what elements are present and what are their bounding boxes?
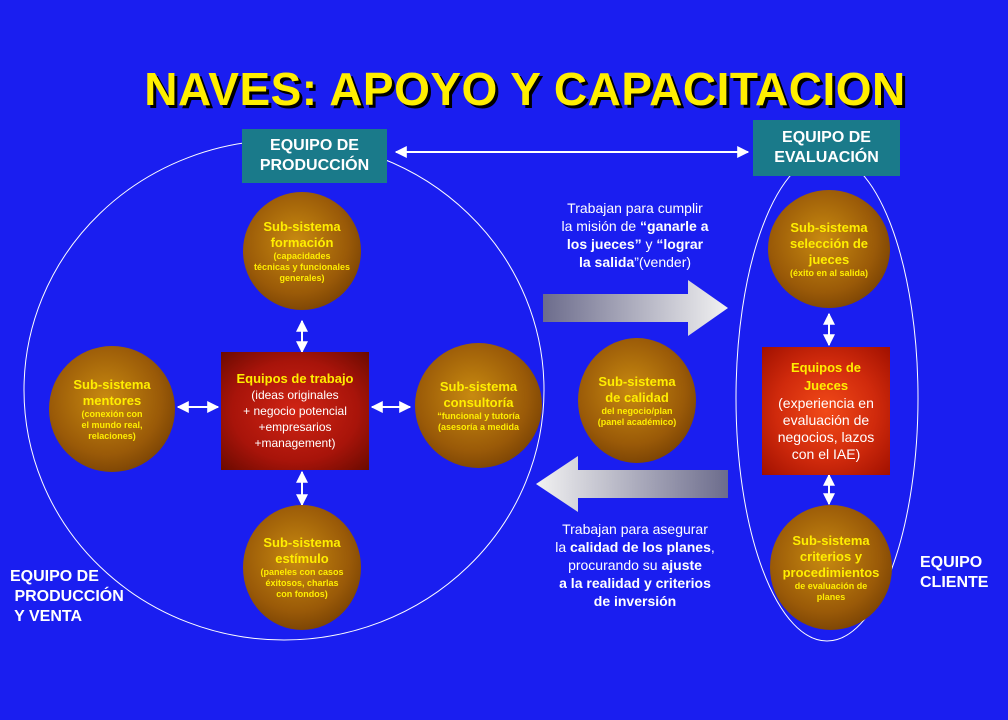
node-title: Sub-sistema de calidad [598,373,676,405]
node-title: Sub-sistema formación [263,218,341,250]
node-subtitle: (éxito en al salida) [789,267,869,278]
node-subtitle: (ideas originales + negocio potencial +e… [243,388,347,450]
caption-top-line3: los jueces” y “lograr [520,235,750,253]
node-subtitle: (paneles con casos éxitosos, charlas con… [260,567,344,599]
caption-bottom-line2-b: calidad de los planes [570,539,711,555]
page-title: NAVES: APOYO Y CAPACITACION [144,63,906,115]
node-title: Equipos de trabajo [236,371,354,386]
caption-top-line2: la misión de “ganarle a [520,217,750,235]
node-subtitle: “funcional y tutoría (asesoría a medida [437,410,520,432]
node-subtitle: (capacidades técnicas y funcionales gene… [253,250,351,283]
node-title: Sub-sistema criterios y procedimientos [782,532,880,580]
node-title: Sub-sistema estímulo [263,535,341,566]
caption-bottom-line2-a: la [555,539,571,555]
block-arrow-right [543,280,728,336]
caption-bottom-line1: Trabajan para asegurar [562,521,708,537]
node-subtitle: de evaluación de planes [794,580,868,602]
node-subtitle: (experiencia en evaluación de negocios, … [777,395,875,462]
caption-bottom-line2-c: , [710,539,715,555]
node-subsistema-estimulo: Sub-sistema estímulo (paneles con casos … [243,505,361,630]
caption-top-line4: la salida”(vender) [520,253,750,271]
node-subsistema-formacion: Sub-sistema formación (capacidades técni… [243,192,361,310]
caption-bottom-line3-a: procurando su [568,557,662,573]
caption-bottom-line3: procurando su ajuste [515,556,755,574]
caption-top-line3-a: los jueces” [566,236,642,252]
node-title: Sub-sistema consultoría [439,378,518,410]
node-subsistema-mentores: Sub-sistema mentores (conexión con el mu… [49,346,175,472]
caption-bottom-line5: de inversión [515,592,755,610]
node-subsistema-criterios: Sub-sistema criterios y procedimientos d… [770,505,892,630]
node-subtitle: del negocio/plan (panel académico) [597,405,677,427]
header-equipo-produccion: EQUIPO DE PRODUCCIÓN [242,129,387,183]
caption-bottom-line4-text: a la realidad y criterios [559,575,711,591]
caption-top-line2-a: la misión de [561,218,641,234]
caption-bottom-line4: a la realidad y criterios [515,574,755,592]
caption-bottom-line2: la calidad de los planes, [515,538,755,556]
caption-top-line3-c: “lograr [656,236,704,252]
node-subsistema-calidad: Sub-sistema de calidad del negocio/plan … [578,338,696,463]
node-subsistema-seleccion-jueces: Sub-sistema selección de jueces (éxito e… [768,190,890,308]
header-equipo-evaluacion: EQUIPO DE EVALUACIÓN [753,120,900,176]
node-subsistema-consultoria: Sub-sistema consultoría “funcional y tut… [415,343,542,468]
caption-bottom: Trabajan para asegurar la calidad de los… [515,520,755,610]
node-subtitle: (conexión con el mundo real, relaciones) [81,408,143,441]
caption-top-line4-b: ”(vender) [634,254,692,270]
node-title: Sub-sistema mentores [73,376,151,408]
caption-bottom-line3-b: ajuste [661,557,702,573]
label-equipo-produccion-venta: EQUIPO DE PRODUCCIÓN Y VENTA [10,568,124,625]
node-equipos-de-jueces: Equipos de Jueces (experiencia en evalua… [762,347,890,475]
caption-top-line4-a: la salida [578,254,635,270]
node-title: Sub-sistema selección de jueces [789,219,869,267]
caption-top-line1: Trabajan para cumplir [567,200,703,216]
caption-top-line2-b: “ganarle a [640,218,709,234]
caption-bottom-line5-text: de inversión [593,593,677,609]
caption-top: Trabajan para cumplir la misión de “gana… [520,199,750,271]
node-equipos-de-trabajo: Equipos de trabajo (ideas originales + n… [221,352,369,470]
node-title: Equipos de Jueces [790,360,862,393]
label-equipo-cliente: EQUIPO CLIENTE [920,554,989,591]
caption-top-line3-b: y [641,236,657,252]
block-arrow-left [536,456,728,512]
